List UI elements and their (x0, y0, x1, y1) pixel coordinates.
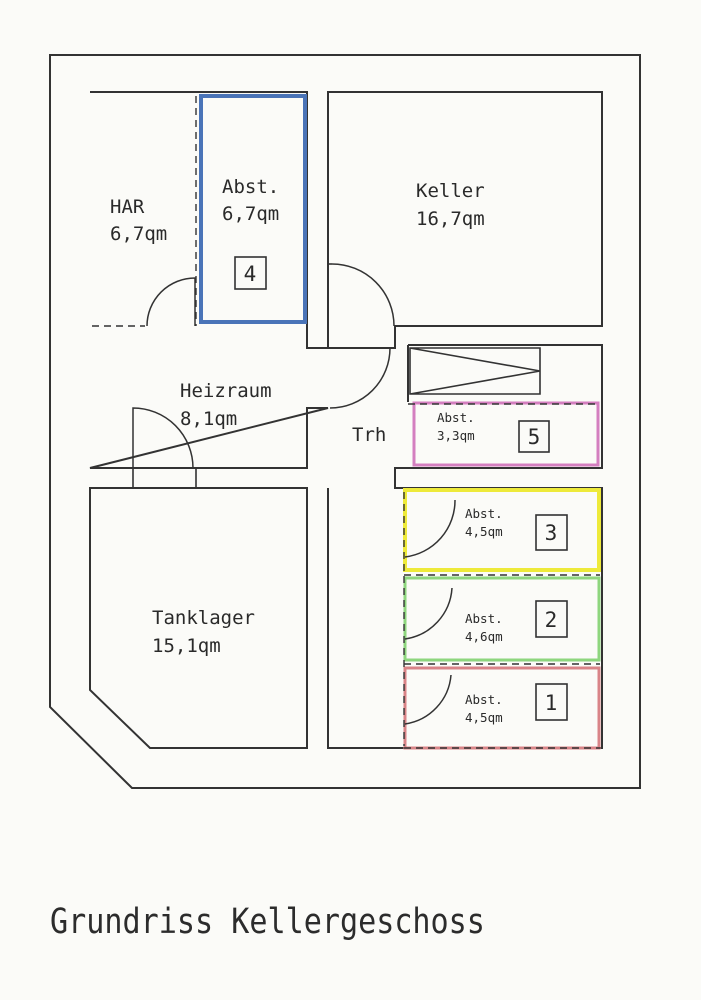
abst4-number: 4 (244, 262, 257, 286)
keller-area: 16,7qm (416, 208, 485, 230)
outer-wall (49, 54, 641, 789)
abst1-number: 1 (545, 691, 558, 715)
abst5-number: 5 (528, 425, 541, 449)
har-door (146, 277, 196, 327)
har-name: HAR (110, 196, 145, 218)
abst2-number-box (535, 600, 568, 638)
abst1-box (403, 666, 601, 750)
tanklager-name: Tanklager (152, 607, 255, 629)
abst1-area: 4,5qm (465, 710, 503, 725)
abst3-area: 4,5qm (465, 524, 503, 539)
tanklager-area: 15,1qm (152, 635, 221, 657)
abst4-area: 6,7qm (222, 203, 279, 225)
abst1-number-box (535, 683, 568, 721)
trh-label: Trh (352, 424, 386, 446)
plan-caption: Grundriss Kellergeschoss (50, 902, 485, 942)
abst1-name: Abst. (465, 692, 503, 707)
abst2-door (404, 587, 453, 640)
abst5-box (412, 401, 600, 467)
abst3-number: 3 (545, 521, 558, 545)
abst5-number-box (518, 420, 550, 453)
har-area: 6,7qm (110, 223, 167, 245)
abst1-door (404, 674, 452, 725)
abst4-name: Abst. (222, 176, 279, 198)
abst4-box (199, 94, 307, 324)
keller-door (331, 263, 395, 327)
tanklager-door (132, 407, 194, 469)
abst2-name: Abst. (465, 611, 503, 626)
heizraum-area: 8,1qm (180, 408, 237, 430)
abst3-door (404, 499, 456, 558)
keller-name: Keller (416, 180, 485, 202)
abst2-number: 2 (545, 608, 558, 632)
heizraum-name: Heizraum (180, 380, 272, 402)
east-block-wall (327, 344, 603, 749)
keller-wall (327, 91, 603, 349)
abst3-number-box (535, 514, 568, 551)
abst4-number-box (234, 256, 267, 290)
abst2-box (403, 576, 601, 662)
abst5-area: 3,3qm (437, 428, 475, 443)
abst2-area: 4,6qm (465, 629, 503, 644)
abst5-name: Abst. (437, 410, 475, 425)
tanklager-wall (89, 487, 308, 749)
abst3-name: Abst. (465, 506, 503, 521)
stair (409, 347, 541, 395)
trh-door (329, 347, 391, 409)
abst3-box (403, 488, 601, 572)
